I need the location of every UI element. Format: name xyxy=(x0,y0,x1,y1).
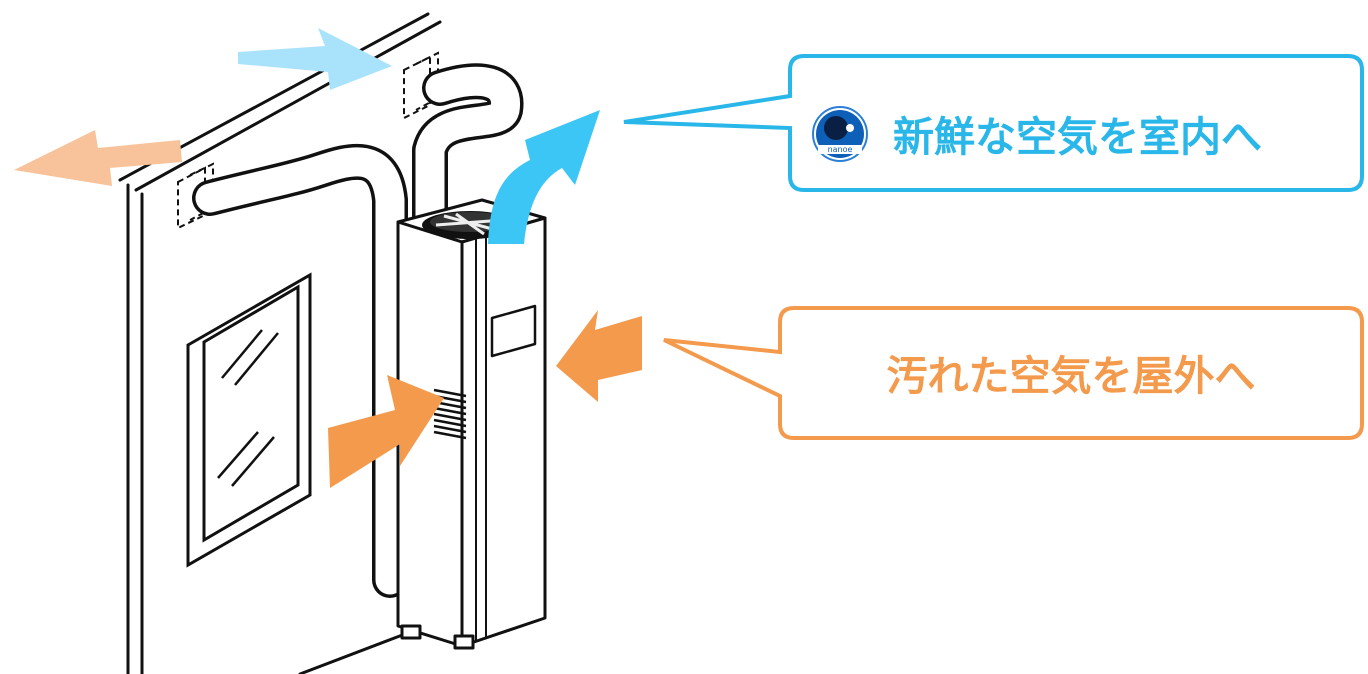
wall-port-right xyxy=(403,51,439,120)
side-intake-arrow xyxy=(556,310,642,402)
callout-fresh-air: nanoe 新鮮な空気を室内へ xyxy=(623,54,1364,192)
wall xyxy=(118,12,442,674)
supply-room-arrow xyxy=(488,110,600,244)
supply-inlet-arrow xyxy=(238,28,392,90)
exhaust-duct xyxy=(192,143,408,598)
dirty-air-label: 汚れた空気を屋外へ xyxy=(887,352,1256,400)
supply-duct xyxy=(412,63,524,278)
callout-dirty-air: 汚れた空気を屋外へ xyxy=(663,306,1364,440)
fresh-air-label: 新鮮な空気を室内へ xyxy=(893,113,1262,161)
room-air-intake-arrow xyxy=(328,375,444,488)
window xyxy=(186,272,312,568)
exhaust-outlet-arrow xyxy=(14,130,182,186)
nanoe-badge-text: nanoe xyxy=(828,145,853,154)
ventilation-unit xyxy=(396,198,547,650)
wall-port-left xyxy=(177,162,214,230)
nanoe-logo-icon: nanoe xyxy=(812,106,868,162)
